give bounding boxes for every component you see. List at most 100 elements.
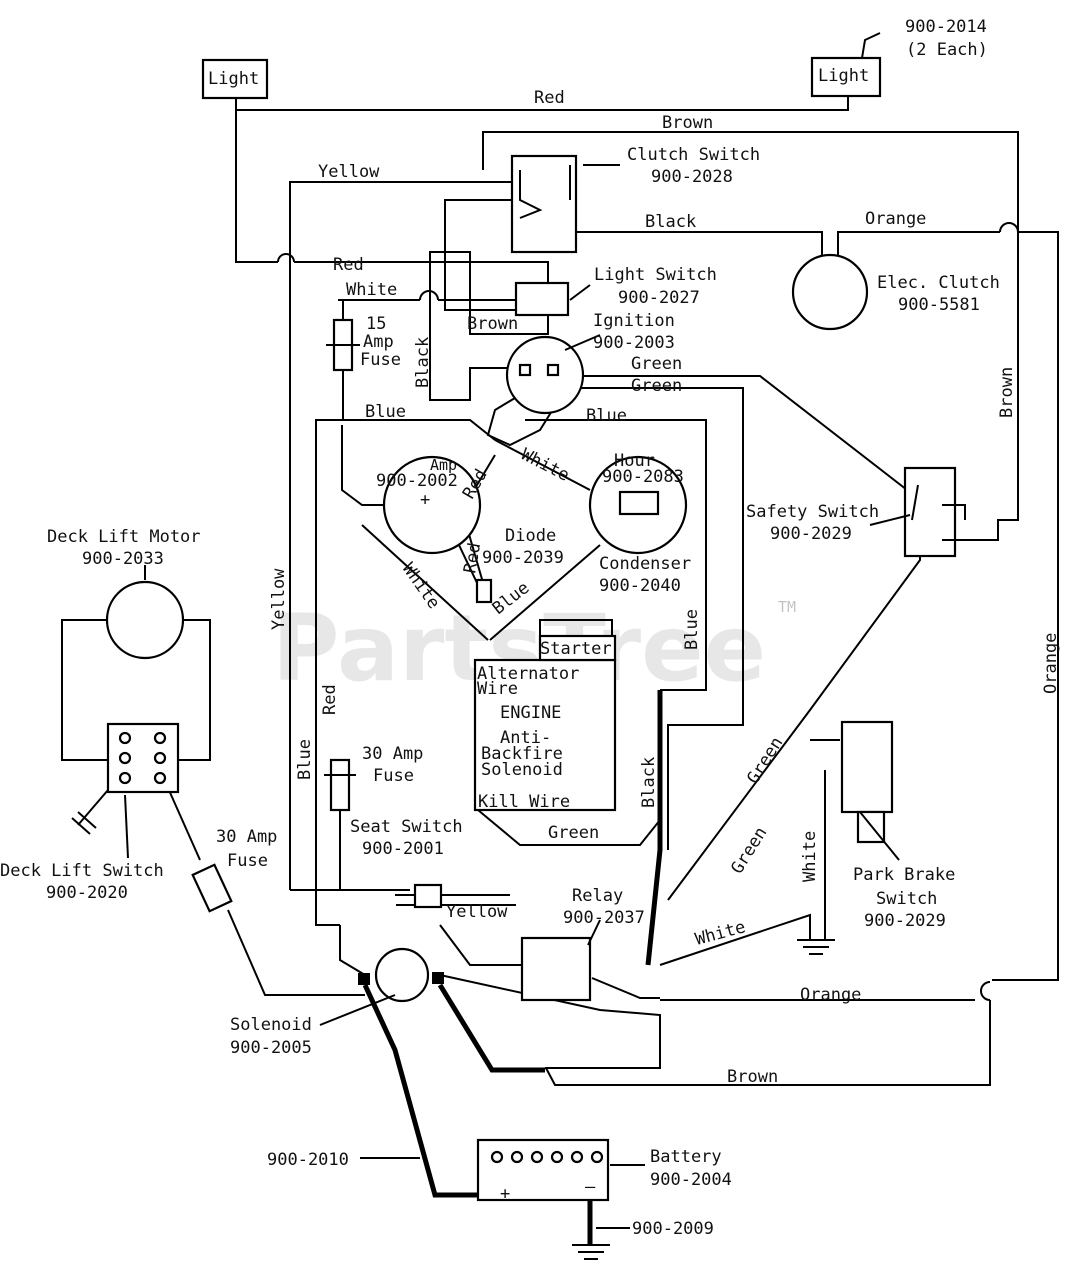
park-brake-part: 900-2029 (864, 911, 946, 931)
alternator-label-a: Alternator (477, 664, 579, 684)
deck-lift-motor-circle (105, 580, 185, 660)
clutch-switch-box (510, 154, 578, 254)
ignition-label: Ignition (593, 311, 675, 331)
wire-label-white-park: White (800, 831, 820, 882)
fuse-30b-label-b: Fuse (227, 851, 268, 871)
light-switch-box (514, 281, 570, 317)
deck-lift-switch-box (106, 722, 180, 794)
wire-label-green-1: Green (631, 354, 682, 374)
seat-switch-label: Seat Switch (350, 817, 463, 837)
hour-meter-label: Hour (614, 451, 655, 471)
elec-clutch-part: 900-5581 (898, 295, 980, 315)
light-switch-label: Light Switch (594, 265, 717, 285)
battery-box (476, 1138, 610, 1202)
battery-label: Battery (650, 1147, 722, 1167)
component-labels: Light Light 900-2014 (2 Each) Clutch Swi… (0, 17, 1000, 1239)
light-qty-label: (2 Each) (906, 40, 988, 60)
safety-switch-label: Safety Switch (746, 502, 879, 522)
wire-label-yellow-seat: Yellow (446, 902, 508, 922)
fuse-15-label-a: 15 (366, 314, 386, 334)
components: + (105, 32, 968, 1229)
wire-label-brown-top: Brown (662, 113, 713, 133)
fuse-30-box (329, 758, 351, 812)
wire-label-yellow-left: Yellow (269, 568, 289, 630)
deck-lift-motor-part: 900-2033 (82, 549, 164, 569)
wire-label-red-mid: Red (333, 255, 364, 275)
engine-label: ENGINE (500, 703, 561, 723)
antibackfire-label-c: Solenoid (481, 760, 563, 780)
starter-label: Starter (540, 639, 612, 659)
diode-part: 900-2039 (482, 548, 564, 568)
elec-clutch-label: Elec. Clutch (877, 273, 1000, 293)
amp-gauge-circle (382, 455, 482, 555)
relay-part: 900-2037 (563, 908, 645, 928)
wire-label-white-mid: White (346, 280, 397, 300)
light-left-box (201, 58, 269, 100)
wire-label-blue-left-low: Blue (295, 739, 315, 780)
solenoid-label: Solenoid (230, 1015, 312, 1035)
light-left-label: Light (208, 69, 259, 89)
diode-label: Diode (505, 526, 556, 546)
wire-label-black-engine: Black (639, 757, 659, 808)
watermark-tm: TM (778, 598, 796, 616)
condenser-label: Condenser (599, 554, 691, 574)
wire-label-red-diode: Red (460, 541, 485, 575)
wire-label-orange-right: Orange (1041, 633, 1061, 694)
antibackfire-label-a: Anti- (500, 728, 551, 748)
cable-part-label: 900-2010 (267, 1150, 349, 1170)
relay-box (520, 936, 592, 1002)
light-switch-part: 900-2027 (618, 288, 700, 308)
wire-label-brown-mid: Brown (467, 314, 518, 334)
diode-box (475, 578, 493, 604)
fuse-30-label-b: Fuse (373, 766, 414, 786)
svg-text:+: + (420, 490, 430, 510)
wires (61, 95, 1059, 1260)
deck-lift-motor-label: Deck Lift Motor (47, 527, 201, 547)
amp-gauge-part: 900-2002 (376, 471, 458, 491)
wire-label-orange-bottom: Orange (800, 985, 861, 1005)
clutch-switch-label: Clutch Switch (627, 145, 760, 165)
wire-label-orange-top: Orange (865, 209, 926, 229)
wire-label-blue-left: Blue (365, 402, 406, 422)
wire-label-red-left: Red (320, 684, 340, 715)
engine-box (473, 658, 617, 812)
elec-clutch-circle (791, 253, 869, 331)
deck-lift-switch-part: 900-2020 (46, 883, 128, 903)
solenoid-circle (374, 947, 430, 1003)
fuse-15-label-b: Amp (363, 332, 394, 352)
fuse-15-label-c: Fuse (360, 350, 401, 370)
wire-label-white-diag: White (518, 445, 573, 486)
ignition-circle (505, 335, 585, 415)
wire-label-black-vert: Black (413, 337, 433, 388)
fuse-30b-label-a: 30 Amp (216, 827, 277, 847)
fuse-30-label-a: 30 Amp (362, 744, 423, 764)
light-part-label: 900-2014 (905, 17, 987, 37)
clutch-switch-part: 900-2028 (651, 167, 733, 187)
wire-label-brown-bottom: Brown (727, 1067, 778, 1087)
svg-text:+: + (500, 1184, 510, 1204)
deck-lift-switch-label: Deck Lift Switch (0, 861, 164, 881)
wire-label-blue-vert: Blue (682, 609, 702, 650)
park-brake-box (840, 720, 894, 814)
wire-label-black-clutch: Black (645, 212, 696, 232)
seat-switch-part: 900-2001 (362, 839, 444, 859)
condenser-part: 900-2040 (599, 576, 681, 596)
svg-text:–: – (585, 1177, 596, 1197)
battery-part: 900-2004 (650, 1170, 732, 1190)
wire-label-green-diag1: Green (743, 734, 787, 788)
light-right-label: Light (818, 66, 869, 86)
ignition-part: 900-2003 (593, 333, 675, 353)
relay-label: Relay (572, 886, 623, 906)
solenoid-part: 900-2005 (230, 1038, 312, 1058)
fuse-30-deck-box (191, 863, 233, 913)
wire-label-blue-right: Blue (586, 406, 627, 426)
amp-gauge-label: Amp (430, 456, 457, 474)
antibackfire-label-b: Backfire (481, 744, 563, 764)
wire-label-green-engine: Green (548, 823, 599, 843)
wire-label-yellow-top: Yellow (318, 162, 380, 182)
park-brake-label-a: Park Brake (853, 865, 955, 885)
wire-label-brown-right: Brown (997, 367, 1017, 418)
park-brake-label-b: Switch (876, 889, 937, 909)
wire-label-red-top: Red (534, 88, 565, 108)
